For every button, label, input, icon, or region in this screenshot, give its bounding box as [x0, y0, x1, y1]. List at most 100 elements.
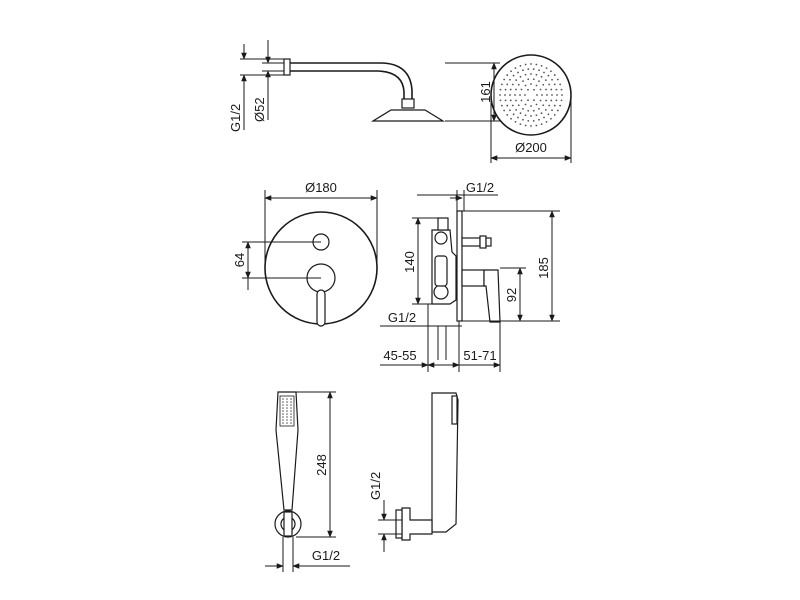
mixer-bottom-outlet-label: G1/2 — [388, 310, 416, 325]
nozzle-dot — [559, 104, 562, 107]
nozzle-dot — [522, 80, 524, 83]
nozzle-dot — [506, 83, 509, 86]
nozzle-dot — [517, 71, 519, 74]
nozzle-dot — [527, 78, 530, 81]
nozzle-dot — [499, 88, 502, 91]
hand-nozzle-dot — [286, 401, 288, 403]
nozzle-dot — [540, 64, 543, 67]
shower-head-diameter-label: Ø200 — [515, 140, 547, 155]
hand-shower-thread-label: G1/2 — [312, 548, 340, 563]
nozzle-dot — [540, 75, 543, 78]
nozzle-dot — [515, 99, 517, 102]
nozzle-dot — [532, 109, 535, 112]
nozzle-dot — [500, 104, 503, 107]
nozzle-dot — [509, 78, 511, 81]
nozzle-dot — [520, 88, 523, 91]
nozzle-dot — [550, 117, 552, 120]
hand-nozzle-dot — [290, 398, 292, 400]
nozzle-dot — [535, 63, 538, 66]
nozzle-dot — [519, 64, 522, 67]
nozzle-dot — [506, 104, 509, 107]
nozzle-dot — [506, 114, 509, 116]
nozzle-dot — [514, 120, 517, 123]
nozzle-dot — [510, 70, 512, 73]
nozzle-dot — [512, 113, 515, 116]
mixer-plate-diameter-label: Ø180 — [305, 180, 337, 195]
nozzle-dot — [527, 88, 529, 91]
hand-shower-dimensions — [265, 391, 350, 572]
nozzle-dot — [530, 115, 532, 117]
nozzle-dot — [545, 88, 547, 91]
nozzle-dot — [503, 78, 506, 81]
hand-nozzle-dot — [290, 407, 292, 409]
nozzle-dot — [532, 68, 535, 71]
nozzle-dot — [510, 117, 512, 120]
nozzle-dot — [548, 83, 551, 86]
nozzle-dot — [530, 73, 532, 75]
nozzle-dot — [522, 118, 524, 121]
nozzle-dot — [540, 123, 543, 126]
hand-nozzle-dot — [286, 422, 288, 424]
nozzle-dot — [559, 83, 562, 86]
hand-nozzle-dot — [290, 404, 292, 406]
hand-nozzle-dot — [286, 416, 288, 418]
nozzle-dot — [542, 83, 545, 86]
hand-nozzle-dot — [282, 419, 284, 421]
nozzle-dot — [511, 83, 514, 86]
hand-nozzle-dot — [282, 407, 284, 409]
nozzle-dot — [522, 107, 524, 110]
nozzle-dot — [538, 80, 540, 83]
nozzle-dot — [560, 99, 563, 102]
nozzle-dot — [524, 114, 527, 117]
mixer-front-view — [264, 211, 378, 327]
shower-arm-diameter-label: Ø52 — [252, 97, 267, 122]
nozzle-dot — [499, 94, 501, 96]
nozzle-dot — [556, 109, 559, 112]
nozzle-dot — [515, 88, 517, 91]
hand-nozzle-dot — [282, 398, 284, 400]
nozzle-dot — [551, 78, 553, 81]
hand-nozzle-dot — [290, 410, 292, 412]
nozzle-dot — [515, 108, 518, 111]
nozzle-dot — [550, 99, 553, 102]
nozzle-dot — [538, 69, 540, 72]
nozzle-dot — [524, 84, 527, 87]
nozzle-dot — [519, 94, 521, 96]
nozzle-dot — [530, 125, 532, 127]
nozzle-dot — [547, 113, 550, 116]
shower-head-height-label: 161 — [478, 81, 493, 103]
nozzle-dot — [556, 94, 558, 96]
nozzle-dot — [553, 83, 556, 86]
nozzle-dot — [553, 104, 556, 107]
nozzle-dot — [539, 99, 542, 102]
nozzle-dot — [504, 94, 506, 96]
mixer-top-outlet-label: G1/2 — [466, 180, 494, 195]
nozzle-dot — [519, 75, 522, 78]
nozzle-dot — [544, 79, 547, 82]
nozzle-dot — [545, 99, 547, 102]
nozzle-dot — [541, 94, 543, 96]
nozzle-dot — [517, 104, 520, 107]
nozzle-dot — [524, 124, 527, 127]
nozzle-dot — [555, 88, 558, 91]
nozzle-dot — [517, 116, 519, 119]
nozzle-dot — [509, 88, 512, 91]
mixer-side-dimensions — [380, 190, 560, 372]
nozzle-dot — [545, 67, 548, 70]
hand-shower-front-view — [274, 391, 302, 538]
nozzle-dot — [524, 73, 527, 76]
nozzle-dot — [538, 118, 540, 121]
nozzle-dot — [524, 103, 527, 106]
hand-nozzle-dot — [290, 419, 292, 421]
nozzle-dot — [520, 99, 523, 102]
nozzle-dot — [535, 73, 538, 76]
mixer-handle-spacing-label: 64 — [232, 253, 247, 267]
nozzle-dot — [532, 78, 535, 81]
nozzle-dot — [550, 70, 552, 73]
hand-nozzle-dot — [282, 404, 284, 406]
nozzle-dot — [509, 99, 512, 102]
nozzle-dot — [551, 109, 553, 112]
nozzle-dot — [509, 94, 511, 96]
nozzle-dot — [519, 123, 522, 126]
